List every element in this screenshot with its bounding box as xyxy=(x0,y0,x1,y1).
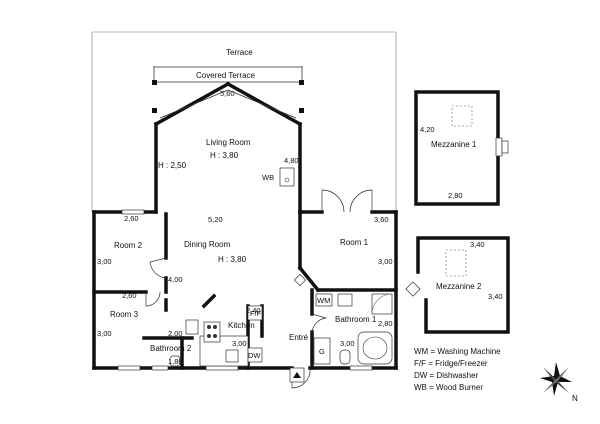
mezzanine2-stair-icon xyxy=(405,281,421,297)
compass-icon: N xyxy=(540,362,578,403)
entre-label: Entré xyxy=(289,333,309,342)
terrace-post xyxy=(152,80,157,85)
dining-room-dim-left: 4,00 xyxy=(168,275,183,284)
wood-burner-label: WB xyxy=(262,173,274,182)
bathroom1-fixtures: WM G xyxy=(313,293,393,365)
dining-room-height: H : 3,80 xyxy=(218,255,247,264)
living-room-height-left: H : 2,50 xyxy=(158,161,187,170)
kitchen-label: Kitchen xyxy=(228,321,255,330)
bathroom2-fixtures xyxy=(169,319,199,367)
legend: WM = Washing Machine F/F = Fridge/Freeze… xyxy=(414,347,501,392)
bathroom1-dim-right: 2,80 xyxy=(378,319,393,328)
toilet-icon xyxy=(339,349,351,365)
covered-terrace-label: Covered Terrace xyxy=(196,71,256,80)
washing-machine-label: WM xyxy=(317,296,330,305)
shower-icon xyxy=(371,293,393,315)
legend-item: WB = Wood Burner xyxy=(414,383,483,392)
living-room-dim-right: 4,80 xyxy=(284,156,299,165)
room1-dim-right: 3,00 xyxy=(378,257,393,266)
mezzanine2-dim-right: 3,40 xyxy=(488,292,503,301)
bathroom2-label: Bathroom 2 xyxy=(150,344,192,353)
terrace-area: Terrace xyxy=(91,31,397,212)
terrace-label: Terrace xyxy=(226,48,253,57)
bathroom1-dim-left: 3,00 xyxy=(340,339,355,348)
mezzanine1: Mezzanine 1 4,20 2,80 xyxy=(414,90,509,206)
room3-label: Room 3 xyxy=(110,310,139,319)
garderobe xyxy=(313,337,331,365)
living-room-label: Living Room xyxy=(206,138,251,147)
washing-machine xyxy=(315,293,333,307)
kitchen-sink-icon xyxy=(225,349,239,363)
room3-dim-top: 2,60 xyxy=(122,291,137,300)
dining-room-label: Dining Room xyxy=(184,240,231,249)
fridge-freezer-label: F/F xyxy=(250,309,262,318)
doors xyxy=(145,189,373,389)
bathroom1-door xyxy=(311,313,327,333)
covered-terrace-dimension: 5,60 xyxy=(220,89,235,98)
garderobe-label: G xyxy=(319,347,325,356)
room3-dim-left: 3,00 xyxy=(97,329,112,338)
mezzanine2: Mezzanine 2 3,40 3,40 xyxy=(405,236,510,334)
mezzanine2-label: Mezzanine 2 xyxy=(436,282,482,291)
fridge-freezer xyxy=(247,305,263,321)
covered-terrace: Covered Terrace 5,60 xyxy=(152,66,304,113)
terrace-post xyxy=(299,80,304,85)
bathroom2-dim-bottom: 1,80 xyxy=(168,357,183,366)
bathroom1-label: Bathroom 1 xyxy=(335,315,377,324)
entrance-arrow-icon xyxy=(293,372,301,378)
room2-label: Room 2 xyxy=(114,241,143,250)
dishwasher xyxy=(247,347,263,363)
room1-terrace-door xyxy=(349,189,373,213)
living-room-height: H : 3,80 xyxy=(210,151,239,160)
legend-item: DW = Dishwasher xyxy=(414,371,479,380)
bathroom1-sink-icon xyxy=(337,293,353,307)
mezzanine1-label: Mezzanine 1 xyxy=(431,140,477,149)
room2-dim-top: 2,60 xyxy=(124,214,139,223)
legend-item: WM = Washing Machine xyxy=(414,347,501,356)
room1-terrace-door xyxy=(321,189,345,213)
entrance-door xyxy=(291,367,311,389)
mezzanine1-dim-bottom: 2,80 xyxy=(448,191,463,200)
living-room-walls xyxy=(153,81,303,214)
compass-north-label: N xyxy=(572,394,578,403)
room2-door xyxy=(149,257,167,279)
room1-label: Room 1 xyxy=(340,238,369,247)
bathroom2-dim-top: 2,00 xyxy=(168,329,183,338)
mezzanine2-dim-top: 3,40 xyxy=(470,240,485,249)
bathroom2-toilet-icon xyxy=(169,355,181,367)
stove-icon xyxy=(203,321,221,343)
room-labels: Living Room H : 3,80 H : 2,50 4,80 Dinin… xyxy=(97,138,393,366)
mezzanine1-dim-left: 4,20 xyxy=(420,125,435,134)
dining-room-dim-top: 5,20 xyxy=(208,215,223,224)
terrace-post xyxy=(152,108,157,113)
room2-dim-left: 3,00 xyxy=(97,257,112,266)
kitchen-dim-right: 2,40 xyxy=(246,306,261,315)
bathroom2-sink-icon xyxy=(185,319,199,335)
legend-item: F/F = Fridge/Freezer xyxy=(414,359,488,368)
kitchen-dim-bottom: 3,00 xyxy=(232,339,247,348)
room1-dim-top: 3,60 xyxy=(374,215,389,224)
dishwasher-label: DW xyxy=(248,351,261,360)
kitchen-fixtures: F/F DW xyxy=(199,305,263,367)
room3-door xyxy=(145,291,161,307)
stair-marker-icon xyxy=(293,273,307,287)
wood-burner: WB xyxy=(262,167,295,187)
terrace-post xyxy=(299,108,304,113)
